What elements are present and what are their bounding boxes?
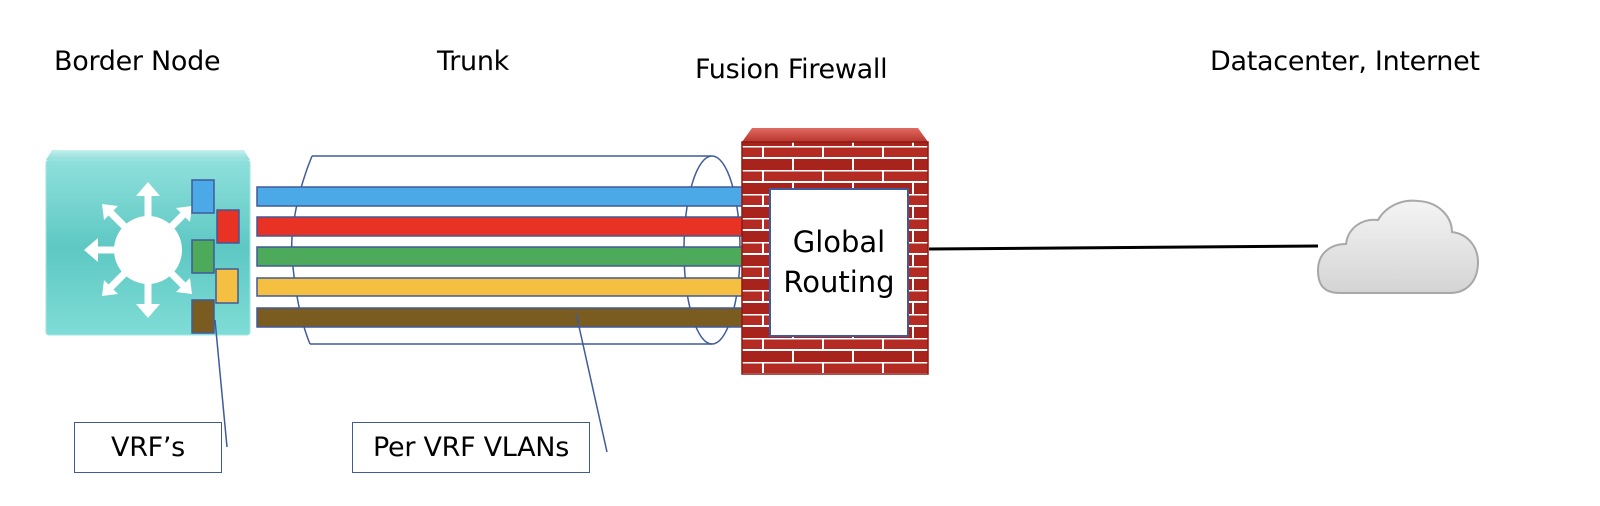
vlan-bar-green <box>256 246 751 267</box>
vlan-bar-yellow <box>256 277 751 297</box>
vrf-square-green <box>191 239 215 274</box>
datacenter-internet-label: Datacenter, Internet <box>1210 46 1480 77</box>
trunk-label: Trunk <box>437 46 509 77</box>
global-routing-label: Global Routing <box>770 222 908 302</box>
global-routing-line2: Routing <box>783 265 895 299</box>
vlan-bar-red <box>256 216 751 237</box>
vrf-square-red <box>216 209 240 244</box>
firewall-icon <box>741 128 929 375</box>
vrf-square-yellow <box>215 268 239 304</box>
fusion-firewall-label: Fusion Firewall <box>695 54 888 85</box>
vlan-bar-blue <box>256 186 751 207</box>
vrf-square-blue <box>191 179 215 214</box>
firewall-to-cloud-link <box>928 244 1319 251</box>
router-arrows-icon <box>84 182 192 318</box>
vrf-square-brown <box>191 299 215 334</box>
global-routing-line1: Global <box>792 225 886 259</box>
per-vrf-vlans-callout: Per VRF VLANs <box>352 422 590 473</box>
border-node-label: Border Node <box>54 46 221 77</box>
vlan-bar-brown <box>256 307 751 328</box>
vlans-leader-line <box>575 312 608 453</box>
vrfs-leader-line <box>214 319 228 448</box>
vrfs-callout: VRF’s <box>74 422 222 473</box>
cloud-icon <box>1316 199 1480 294</box>
